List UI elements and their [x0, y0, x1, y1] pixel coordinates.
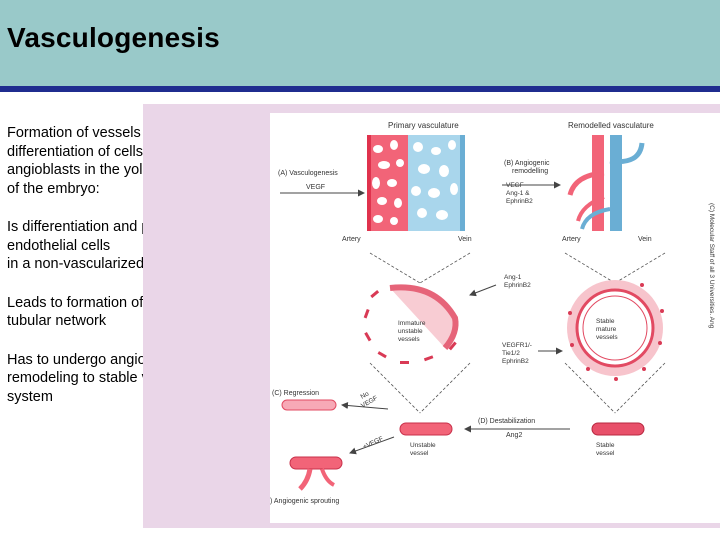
primary-network — [367, 135, 465, 231]
vegf-a-label: VEGF — [306, 184, 325, 191]
artery-left-label: Artery — [342, 236, 361, 243]
primary-vasculature-label: Primary vasculature — [388, 121, 459, 130]
vein-right-label: Vein — [638, 236, 652, 243]
vasculogenesis-label: (A) Vasculogenesis — [278, 170, 338, 177]
destabilization-label: (D) Destabilization — [478, 418, 535, 425]
stable-vessel-section — [567, 280, 664, 381]
regression-arrow — [341, 402, 389, 410]
vein-left-label: Vein — [458, 236, 472, 243]
remodelled-vasculature-label: Remodelled vasculature — [568, 121, 654, 130]
title-divider — [0, 86, 720, 92]
ang1-arrow — [469, 284, 497, 297]
figure-svg: Primary vasculature Remodelled vasculatu… — [270, 121, 715, 505]
artery-right-label: Artery — [562, 236, 581, 243]
plus-vegf-label: +VEGF — [362, 435, 384, 450]
angiogenic-sprouting-label: ) Angiogenic sprouting — [270, 498, 339, 505]
ang2-label: Ang2 — [506, 432, 522, 439]
slide-title: Vasculogenesis — [7, 22, 220, 53]
side-credit: (C) Molecular Staff of all 3 Universitie… — [708, 203, 715, 329]
dashed-connectors — [369, 252, 666, 414]
sprouting-vessel — [289, 456, 343, 491]
immature-vessel-section — [363, 284, 459, 364]
vascular-figure: Primary vasculature Remodelled vasculatu… — [270, 113, 720, 523]
remodelled-network — [567, 135, 645, 231]
title-bar: Vasculogenesis — [0, 0, 720, 86]
regression-label: (C) Regression — [272, 390, 319, 397]
stable-vessel-tube — [591, 422, 645, 436]
sprouting-arrow — [349, 436, 395, 455]
regressed-vessel — [281, 399, 337, 411]
unstable-vessel-tube — [399, 422, 453, 436]
